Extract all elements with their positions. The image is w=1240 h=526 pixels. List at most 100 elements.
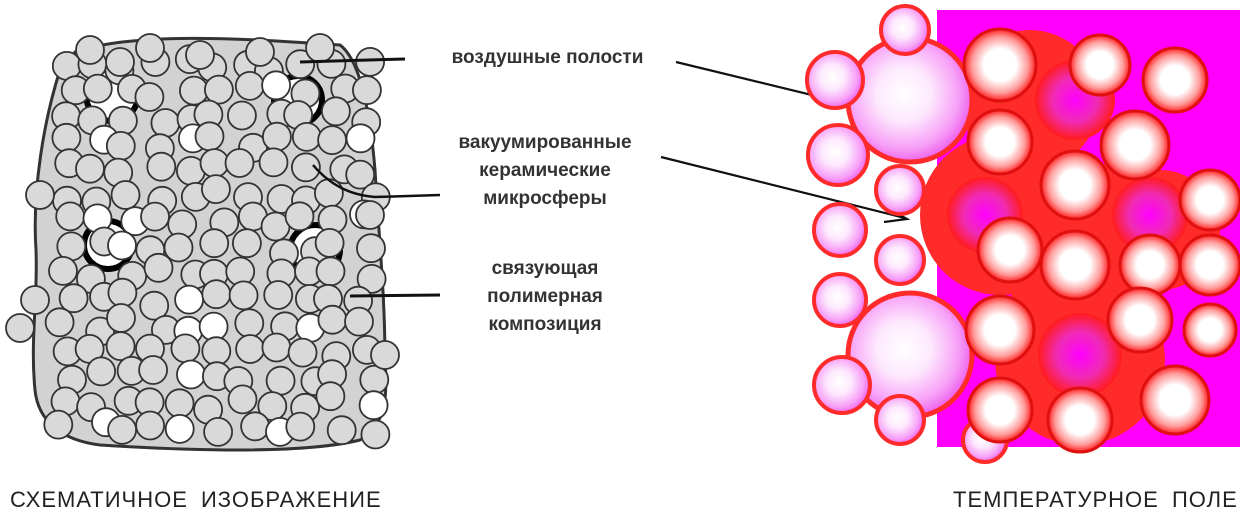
microsphere	[236, 335, 264, 363]
microsphere	[246, 38, 274, 66]
microsphere	[26, 181, 54, 209]
microsphere	[147, 153, 175, 181]
microsphere	[233, 229, 261, 257]
white-red-microsphere	[968, 110, 1032, 174]
white-microsphere	[177, 361, 205, 389]
pink-small-sphere	[876, 396, 924, 444]
microsphere	[315, 179, 343, 207]
white-red-microsphere	[968, 378, 1032, 442]
arrow-to-microsphere	[661, 157, 905, 218]
white-red-microsphere	[1184, 304, 1236, 356]
white-red-microsphere	[966, 296, 1034, 364]
microsphere	[356, 201, 384, 229]
microsphere	[56, 202, 84, 230]
white-microsphere	[200, 313, 228, 341]
microsphere	[371, 341, 399, 369]
microsphere	[112, 181, 140, 209]
microsphere	[241, 412, 269, 440]
white-red-microsphere	[1070, 35, 1130, 95]
microsphere	[6, 314, 34, 342]
microsphere	[87, 357, 115, 385]
white-red-microsphere	[1141, 366, 1209, 434]
white-red-microsphere	[1120, 235, 1180, 295]
pink-small-sphere	[814, 274, 866, 326]
microsphere	[318, 126, 346, 154]
microsphere	[136, 34, 164, 62]
label-binder-1: связующая	[430, 255, 660, 283]
microsphere	[205, 76, 233, 104]
white-red-microsphere	[1180, 170, 1240, 230]
microsphere	[46, 308, 74, 336]
microsphere	[151, 109, 179, 137]
microsphere	[135, 83, 163, 111]
microsphere	[84, 75, 112, 103]
white-microsphere	[347, 124, 375, 152]
microsphere	[356, 48, 384, 76]
microsphere	[353, 76, 381, 104]
microsphere	[229, 385, 257, 413]
microsphere	[76, 36, 104, 64]
microsphere	[139, 356, 167, 384]
microsphere	[286, 202, 314, 230]
label-air-cavities: воздушные полости	[420, 44, 675, 72]
microsphere	[141, 203, 169, 231]
white-red-microsphere	[1041, 151, 1109, 219]
label-binder-3: композиция	[430, 311, 660, 339]
microsphere	[107, 132, 135, 160]
white-red-microsphere	[1041, 231, 1109, 299]
microsphere	[262, 334, 290, 362]
microsphere	[108, 416, 136, 444]
microsphere	[306, 34, 334, 62]
schematic-panel	[6, 34, 399, 450]
leader-line-binder	[350, 295, 440, 296]
microsphere	[316, 382, 344, 410]
microsphere	[202, 175, 230, 203]
microsphere	[166, 389, 194, 417]
label-binder-2: полимерная	[430, 283, 660, 311]
white-red-microsphere	[1101, 111, 1169, 179]
pink-small-sphere	[876, 166, 924, 214]
microsphere	[201, 149, 229, 177]
microsphere	[108, 279, 136, 307]
pink-small-sphere	[814, 357, 870, 413]
microsphere	[202, 337, 230, 365]
microsphere	[328, 416, 356, 444]
white-red-microsphere	[1143, 48, 1207, 112]
microsphere	[360, 366, 388, 394]
microsphere	[106, 48, 134, 76]
microsphere	[235, 309, 263, 337]
pink-small-sphere	[814, 204, 866, 256]
microsphere	[200, 229, 228, 257]
microsphere	[228, 102, 256, 130]
microsphere	[196, 122, 224, 150]
microsphere	[293, 123, 321, 151]
white-microsphere	[166, 415, 194, 443]
microsphere	[76, 155, 104, 183]
microsphere	[145, 254, 173, 282]
microsphere	[204, 418, 232, 446]
label-microspheres-1: вакуумированные	[420, 129, 670, 157]
pink-small-sphere	[876, 236, 924, 284]
microsphere	[317, 257, 345, 285]
microsphere	[226, 149, 254, 177]
white-red-microsphere	[964, 29, 1036, 101]
microsphere	[136, 412, 164, 440]
caption-schematic: СХЕМАТИЧНОЕ ИЗОБРАЖЕНИЕ	[10, 487, 382, 513]
microsphere	[286, 413, 314, 441]
microsphere	[345, 308, 373, 336]
microsphere	[60, 284, 88, 312]
white-red-microsphere	[1048, 388, 1112, 452]
microsphere	[322, 97, 350, 125]
microsphere	[267, 367, 295, 395]
microsphere	[357, 234, 385, 262]
microsphere	[318, 306, 346, 334]
microsphere	[186, 41, 214, 69]
microsphere	[202, 280, 230, 308]
microsphere	[107, 332, 135, 360]
microsphere	[361, 421, 389, 449]
microsphere	[107, 304, 135, 332]
white-microsphere	[262, 71, 290, 99]
microsphere	[52, 124, 80, 152]
microsphere	[230, 281, 258, 309]
microsphere	[260, 148, 288, 176]
